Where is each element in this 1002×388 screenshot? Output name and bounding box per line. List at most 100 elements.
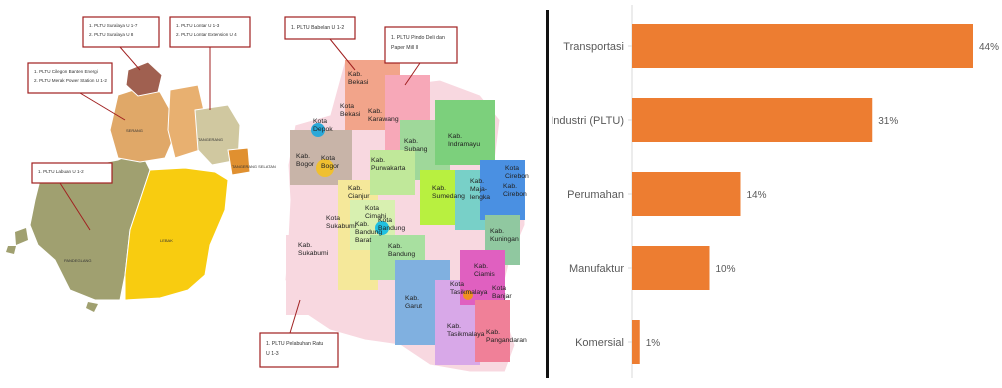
- jabar-region-label: Kab.: [474, 263, 488, 270]
- banten-region-label: SERANG: [126, 128, 143, 133]
- banten-region-label: LEBAK: [160, 238, 173, 243]
- jabar-region-label: Kab.: [371, 157, 385, 164]
- jabar-region-label: Pangandaran: [486, 337, 527, 344]
- jabar-region-label: Kota: [378, 217, 392, 224]
- jabar-region-label: Kab.: [503, 183, 517, 190]
- callout-box: [82, 16, 160, 48]
- jabar-region-label: Kab.: [470, 178, 484, 185]
- jabar-region-label: Bekasi: [340, 111, 361, 118]
- jabar-region-label: Garut: [405, 303, 422, 310]
- jabar-region-sukabumi: [286, 235, 338, 315]
- callout-text: 1. PLTU Pindo Deli dan: [391, 35, 445, 41]
- banten-region-serang: [109, 87, 176, 163]
- callout-box: [31, 162, 113, 184]
- jabar-region-label: Barat: [355, 237, 371, 244]
- jabar-region-label: Subang: [404, 146, 428, 153]
- jabar-region-kota-bogor: [316, 159, 334, 177]
- jabar-region-label: Kab.: [447, 323, 461, 330]
- jabar-region-label: Kota: [340, 103, 354, 110]
- jabar-region-label: Depok: [313, 126, 333, 133]
- jabar-region-label: Kota: [326, 215, 340, 222]
- callout-leader-line: [79, 92, 126, 121]
- callout-leader-line: [59, 182, 91, 231]
- banten-region-label: TANGERANG SELATAN: [232, 164, 276, 169]
- jabar-region-label: Kota: [365, 205, 379, 212]
- jabar-region-purwakarta: [370, 150, 415, 195]
- callout-text: 1. PLTU Cilegon Banten Energi: [34, 69, 98, 74]
- panel-divider: [546, 10, 549, 378]
- callout-leader-line: [329, 38, 356, 71]
- jabar-region-label: Bandung: [388, 251, 415, 258]
- jabar-region-label: Kab.: [388, 243, 402, 250]
- jabar-region-label: Kab.: [348, 185, 362, 192]
- banten-region-lebak: [124, 167, 229, 301]
- callout-box: [169, 16, 251, 48]
- jabar-region-label: Ciamis: [474, 271, 495, 278]
- callout-text: 2. PLTU Suralaya U 8: [89, 32, 134, 37]
- jabar-region-label: Cimahi: [365, 213, 387, 220]
- callout-text: 2. PLTU Merak Power Station U 1-2: [34, 78, 107, 83]
- callout-box: [27, 62, 113, 94]
- jabar-region-label: Banjar: [492, 293, 512, 300]
- jabar-region-label: Kab.: [405, 295, 419, 302]
- jabar-region-label: Tasikmalaya: [447, 331, 485, 338]
- jabar-region-label: Bogor: [321, 163, 340, 170]
- map-callout-banten-1: 1. PLTU Suralaya U 1-72. PLTU Suralaya U…: [82, 16, 160, 71]
- data-label: 10%: [716, 264, 736, 275]
- callout-text: 1. PLTU Lontar U 1-3: [176, 23, 220, 28]
- jabar-region-kota-bandung: [375, 221, 389, 235]
- category-label: Perumahan: [567, 189, 624, 201]
- banten-region-tangerang-selatan: [227, 147, 251, 176]
- map-callout-jabar-1: 1. PLTU Babelan U 1-2: [284, 16, 356, 71]
- jabar-region-label: Kota: [492, 285, 506, 292]
- jabar-region-label: Kota: [450, 281, 464, 288]
- callout-box: [259, 332, 339, 368]
- callout-box: [284, 16, 356, 40]
- category-label: Transportasi: [563, 41, 624, 53]
- callout-text: 1. PLTU Pelabuhan Ratu: [266, 341, 323, 347]
- jabar-region-label: Kab.: [368, 108, 382, 115]
- callout-text: 2. PLTU Lontar Extension U 4: [176, 32, 237, 37]
- jabar-region-label: Bandung: [378, 225, 405, 232]
- jabar-region-label: Bogor: [296, 161, 315, 168]
- data-label: 14%: [747, 190, 767, 201]
- callout-text: 1. PLTU Labuan U 1-2: [38, 169, 84, 174]
- bar-1: [632, 24, 973, 68]
- jabar-region-label: lengka: [470, 194, 490, 201]
- bar-5: [632, 320, 640, 364]
- jabar-region-label: Indramayu: [448, 141, 480, 148]
- jabar-region-label: Bandung: [355, 229, 382, 236]
- jabar-region-label: Sumedang: [432, 193, 465, 200]
- jabar-region-label: Tasikmalaya: [450, 289, 488, 296]
- banten-region-label: TANGERANG: [198, 137, 223, 142]
- banten-map: [6, 61, 251, 312]
- jabar-region-indramayu: [435, 100, 495, 165]
- jabar-region-label: Cirebon: [503, 191, 527, 198]
- jabar-region-label: Kuningan: [490, 236, 519, 243]
- callout-leader-line: [289, 299, 301, 334]
- banten-region-cilegon: [125, 61, 163, 97]
- map-callouts: 1. PLTU Suralaya U 1-72. PLTU Suralaya U…: [27, 16, 458, 368]
- jabar-region-label: Kota: [505, 165, 519, 172]
- jabar-region-label: Kab.: [404, 138, 418, 145]
- bar-4: [632, 246, 710, 290]
- jabar-region-label: Maja-: [470, 186, 487, 193]
- jabar-region-kota-tasikmalaya: [463, 290, 473, 300]
- callout-text: Paper Mill II: [391, 45, 418, 51]
- jabar-region-depok: [311, 123, 325, 137]
- jabar-region-label: Kab.: [486, 329, 500, 336]
- category-label: Industri (PLTU): [552, 115, 624, 127]
- category-label: Manufaktur: [569, 263, 624, 275]
- jabar-region-label: Cianjur: [348, 193, 370, 200]
- callout-box: [384, 26, 458, 64]
- callout-leader-line: [404, 62, 421, 86]
- data-label: 44%: [979, 42, 999, 53]
- map-callout-banten-3: 1. PLTU Cilegon Banten Energi 2. PLTU Mer…: [27, 62, 126, 121]
- jabar-region-label: Karawang: [368, 116, 399, 123]
- jabar-region-label: Kab.: [348, 71, 362, 78]
